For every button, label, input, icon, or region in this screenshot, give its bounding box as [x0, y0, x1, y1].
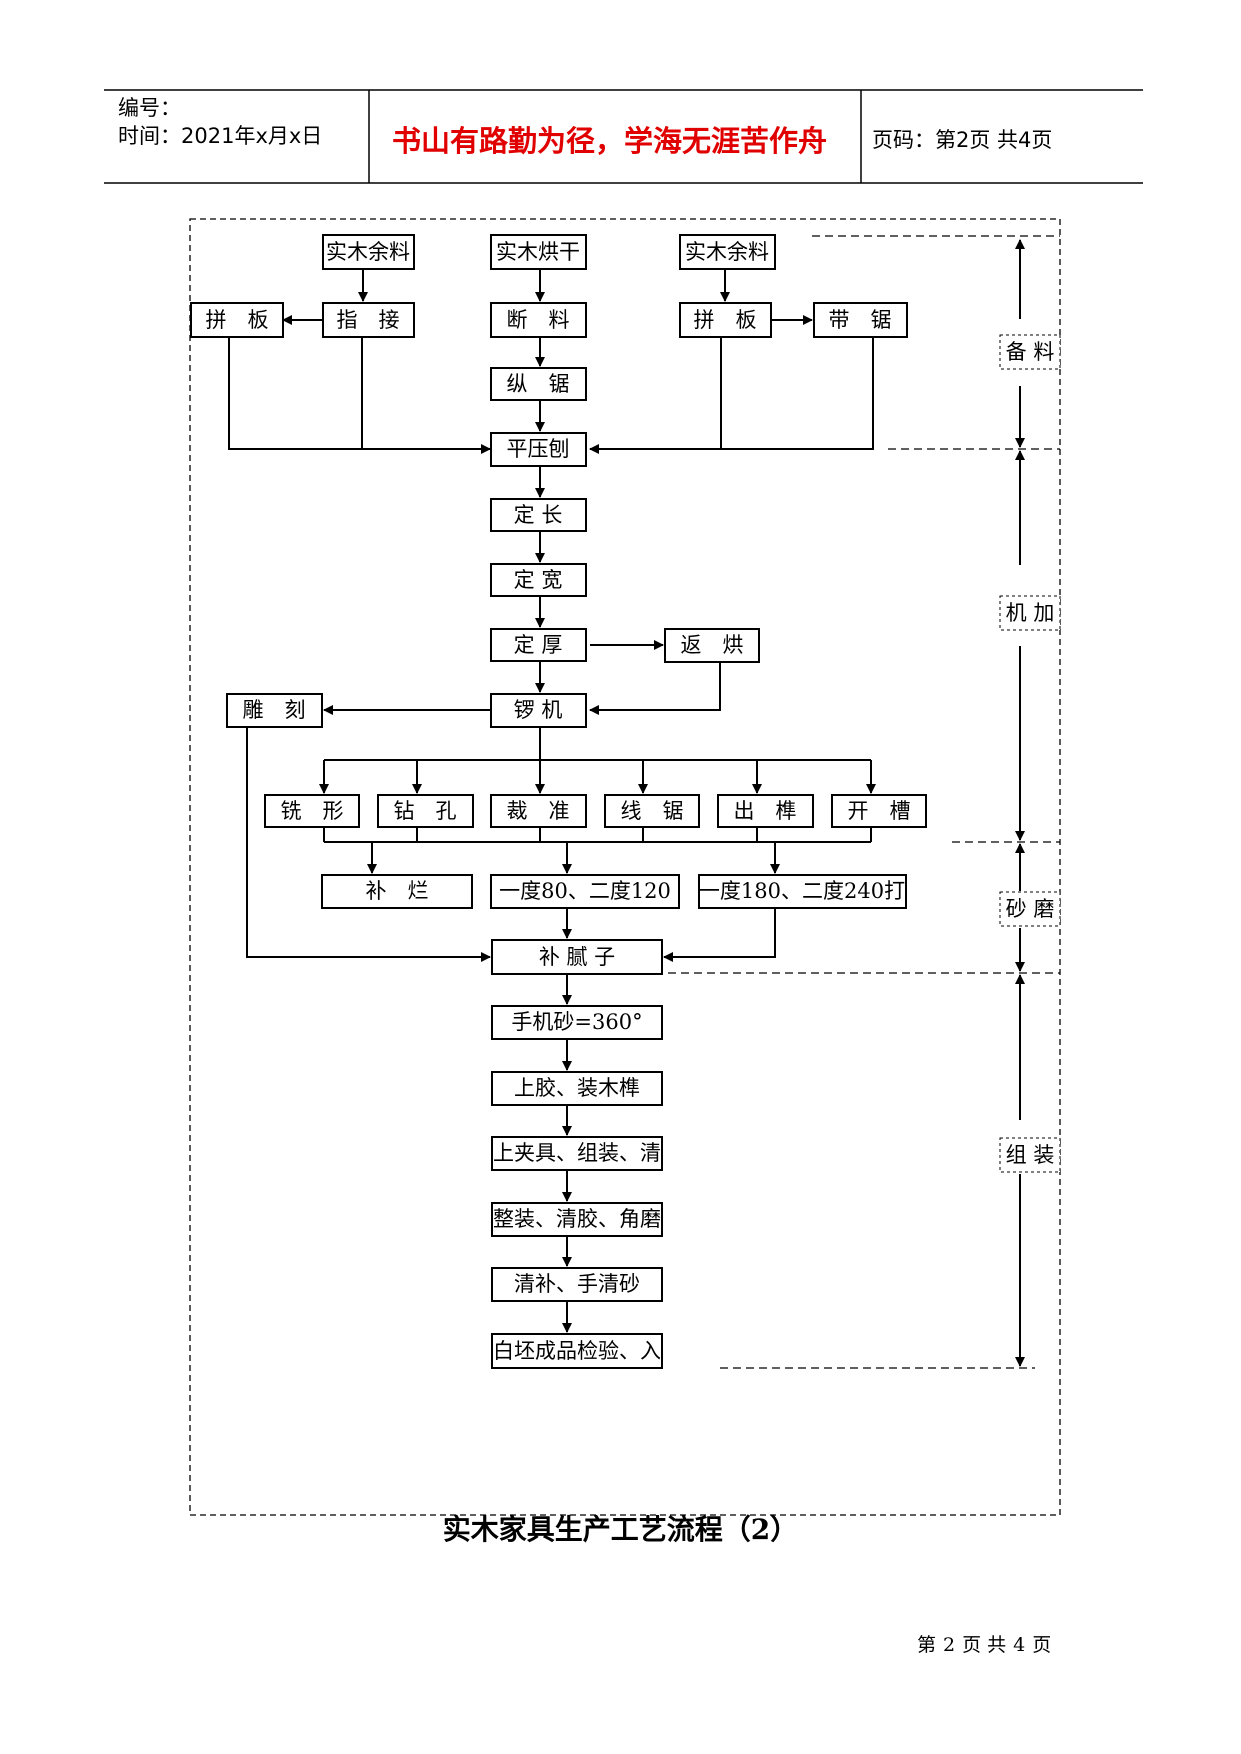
svg-text:上夹具、组装、清: 上夹具、组装、清	[493, 1141, 661, 1165]
svg-text:出 榫: 出 榫	[734, 799, 797, 823]
stage-label-assembly: 组 装	[999, 1137, 1061, 1173]
node-finger-joint: 指 接	[322, 302, 415, 338]
svg-text:断 料: 断 料	[507, 308, 570, 332]
node-panel-joint-1: 拼 板	[190, 302, 284, 338]
svg-text:清补、手清砂: 清补、手清砂	[514, 1272, 640, 1296]
node-putty: 补 腻 子	[491, 939, 663, 975]
svg-text:锣 机: 锣 机	[514, 698, 563, 722]
node-band-saw: 带 锯	[813, 302, 908, 338]
svg-text:雕 刻: 雕 刻	[243, 698, 306, 722]
svg-text:一度180、二度240打: 一度180、二度240打	[699, 879, 905, 903]
svg-text:上胶、装木榫: 上胶、装木榫	[514, 1076, 640, 1100]
svg-text:补 腻 子: 补 腻 子	[539, 945, 615, 969]
svg-text:裁 准: 裁 准	[507, 799, 570, 823]
svg-text:拼 板: 拼 板	[206, 308, 269, 332]
svg-text:备 料: 备 料	[1006, 340, 1055, 364]
svg-text:返 烘: 返 烘	[681, 633, 744, 657]
node-tenon: 出 榫	[717, 794, 814, 828]
node-router: 锣 机	[490, 693, 587, 728]
page-code-label: 页码：第2页 共4页	[872, 128, 1053, 152]
svg-text:平压刨: 平压刨	[507, 437, 570, 461]
stage-label-machining: 机 加	[999, 595, 1061, 631]
node-inspection: 白坯成品检验、入	[491, 1333, 663, 1369]
node-glue-dowel: 上胶、装木榫	[491, 1071, 663, 1106]
svg-text:白坯成品检验、入: 白坯成品检验、入	[493, 1339, 661, 1363]
document-number-label: 编号：	[118, 96, 181, 120]
svg-text:钻 孔: 钻 孔	[394, 799, 457, 823]
svg-text:定 宽: 定 宽	[514, 568, 563, 592]
node-sanding-80-120: 一度80、二度120	[490, 874, 680, 909]
header-table-lines	[104, 89, 1143, 184]
footer-middle: 页 共	[962, 1634, 1007, 1656]
svg-text:线 锯: 线 锯	[621, 799, 684, 823]
footer-prefix: 第	[917, 1634, 937, 1656]
footer-total-pages: 4	[1013, 1634, 1026, 1656]
svg-text:实木余料: 实木余料	[326, 240, 410, 264]
diagram-caption: 实木家具生产工艺流程（2）	[442, 1513, 799, 1546]
node-mill-shape: 铣 形	[264, 794, 360, 828]
flow-connectors	[228, 269, 876, 1333]
node-patch-defects: 补 烂	[321, 874, 473, 909]
svg-text:定 厚: 定 厚	[514, 633, 563, 657]
node-trim: 裁 准	[490, 794, 587, 828]
svg-text:整装、清胶、角磨: 整装、清胶、角磨	[493, 1207, 661, 1231]
node-fix-thickness: 定 厚	[490, 628, 587, 662]
diagram-border	[189, 218, 1061, 1516]
stage-label-prep: 备 料	[999, 334, 1061, 370]
node-hand-sanding: 手机砂=360°	[491, 1005, 663, 1040]
node-rip-saw: 纵 锯	[490, 367, 587, 401]
svg-text:带 锯: 带 锯	[829, 308, 892, 332]
svg-text:一度80、二度120: 一度80、二度120	[499, 879, 671, 903]
node-kiln-dry: 实木烘干	[490, 234, 587, 270]
node-cut-off: 断 料	[490, 302, 587, 338]
node-panel-joint-2: 拼 板	[679, 302, 772, 338]
node-fix-width: 定 宽	[490, 563, 587, 597]
footer-suffix: 页	[1032, 1634, 1052, 1656]
node-adjust-clean: 整装、清胶、角磨	[491, 1202, 663, 1237]
svg-text:实木烘干: 实木烘干	[496, 240, 580, 264]
svg-text:拼 板: 拼 板	[694, 308, 757, 332]
stage-separators	[668, 235, 1060, 1369]
footer-page-number: 2	[943, 1634, 956, 1656]
document-time-label: 时间：2021年x月x日	[118, 124, 323, 148]
node-scrap-wood-1: 实木余料	[322, 234, 415, 270]
svg-text:纵 锯: 纵 锯	[507, 372, 570, 396]
node-carving: 雕 刻	[226, 693, 323, 728]
svg-text:指 接: 指 接	[337, 308, 400, 332]
svg-text:机 加: 机 加	[1006, 601, 1055, 625]
node-planer: 平压刨	[490, 432, 587, 467]
svg-text:开 槽: 开 槽	[848, 799, 911, 823]
node-touchup-sand: 清补、手清砂	[491, 1267, 663, 1302]
node-clamp-assemble: 上夹具、组装、清	[491, 1136, 663, 1171]
node-fix-length: 定 长	[490, 498, 587, 532]
svg-text:铣 形: 铣 形	[281, 799, 344, 823]
node-scroll-saw: 线 锯	[604, 794, 700, 828]
svg-text:补 烂: 补 烂	[366, 879, 429, 903]
svg-text:实木余料: 实木余料	[685, 240, 769, 264]
svg-text:手机砂=360°: 手机砂=360°	[511, 1010, 642, 1034]
node-drill: 钻 孔	[377, 794, 474, 828]
svg-text:组 装: 组 装	[1006, 1143, 1055, 1167]
header-motto: 书山有路勤为径，学海无涯苦作舟	[392, 124, 828, 158]
svg-text:砂 磨: 砂 磨	[1006, 897, 1055, 921]
node-scrap-wood-2: 实木余料	[679, 234, 776, 270]
node-redry: 返 烘	[664, 628, 760, 663]
node-sanding-180-240: 一度180、二度240打	[698, 874, 907, 909]
node-groove: 开 槽	[831, 794, 927, 828]
stage-label-sanding: 砂 磨	[999, 891, 1061, 927]
svg-text:定 长: 定 长	[514, 503, 563, 527]
